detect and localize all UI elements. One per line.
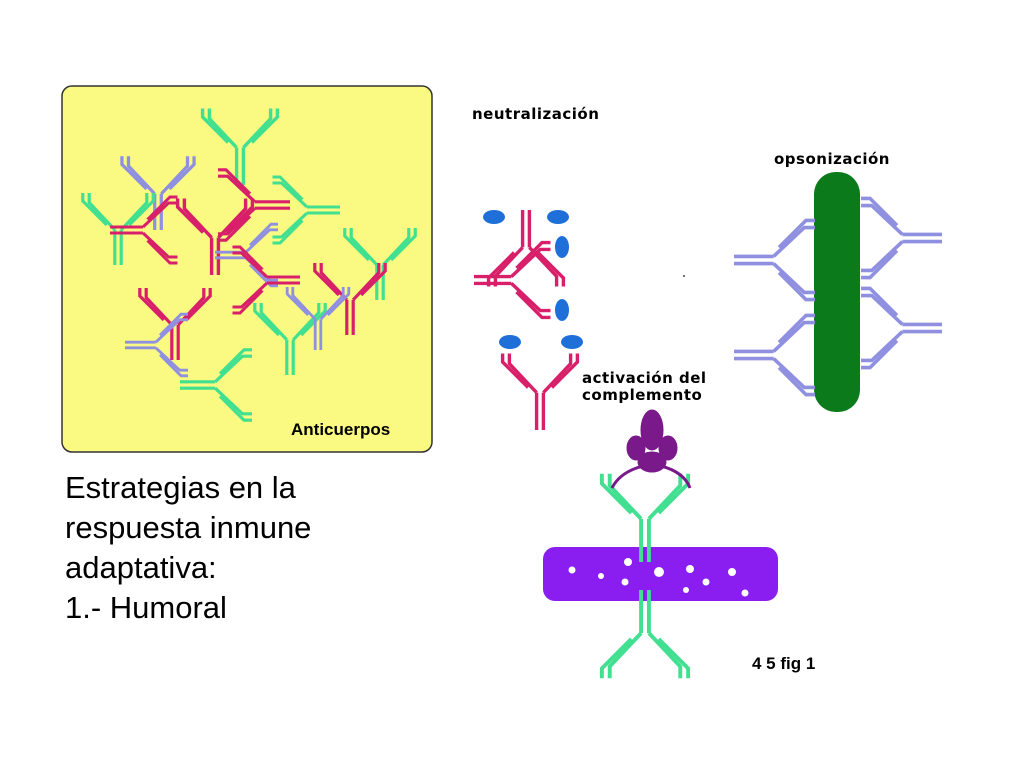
antibody-blue: [732, 218, 817, 302]
bacterium: [814, 172, 860, 412]
neutralization-group: [472, 208, 583, 432]
antibody-blue: [859, 196, 944, 280]
title-line-2: respuesta inmune: [65, 510, 312, 545]
stray-dot: [683, 275, 685, 277]
complement-c1-complex: [610, 409, 692, 489]
slide-title: Estrategias en la respuesta inmune adapt…: [65, 468, 311, 628]
antibody-blue: [859, 286, 944, 370]
antigen: [555, 299, 569, 321]
opsonization-group: [732, 172, 944, 412]
antigen: [561, 335, 583, 349]
antibody-blue: [732, 313, 817, 397]
antigen: [499, 335, 521, 349]
antigen: [547, 210, 569, 224]
complement-label: activación del complemento: [582, 370, 707, 404]
complement-label-line2: complemento: [582, 386, 703, 404]
antibody-red: [500, 351, 580, 432]
neutralization-label: neutralización: [472, 105, 600, 123]
title-line-4: 1.- Humoral: [65, 590, 227, 625]
antibodies-label: Anticuerpos: [291, 420, 391, 439]
complement-label-line1: activación del: [582, 369, 707, 387]
complement-group: [543, 409, 778, 681]
antibody-green: [599, 588, 691, 681]
opsonization-label: opsonización: [774, 150, 890, 168]
figure-reference: 4 5 fig 1: [752, 654, 816, 673]
antigen: [555, 236, 569, 258]
antibodies-panel: [61, 85, 433, 453]
title-line-3: adaptativa:: [65, 550, 217, 585]
cell-spots: [568, 558, 749, 597]
title-line-1: Estrategias en la: [65, 470, 296, 505]
antigen: [483, 210, 505, 224]
